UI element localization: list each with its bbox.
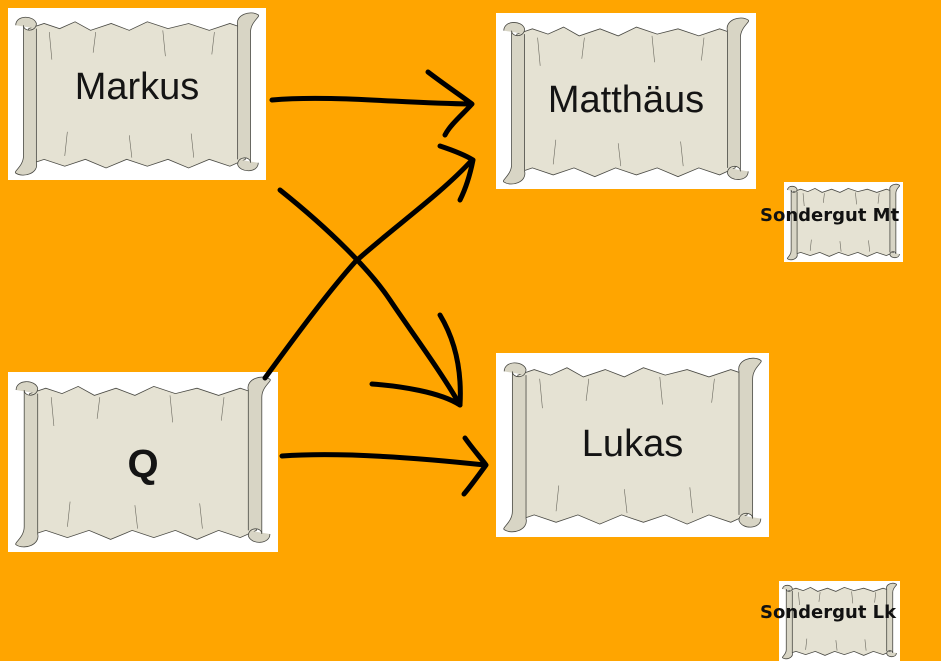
arrow-markus-lukas [277,187,463,408]
matthaeus-label: Matthäus [547,79,705,121]
markus-scroll: Markus [8,8,266,180]
lukas-scroll: Lukas [496,353,769,537]
sondergut-mt-label: Sondergut Mt [760,205,900,226]
arrowhead-q-lukas [461,435,489,497]
markus-label: Markus [74,66,200,108]
sondergut-lk-label: Sondergut Lk [760,602,897,623]
arrow-q-lukas [279,452,488,468]
arrowhead-markus-matthaeus [425,69,475,138]
sondergut-lk-scroll [779,581,900,661]
sondergut-mt-scroll [784,182,903,262]
lukas-label: Lukas [581,423,684,465]
q-scroll: Q [8,372,278,552]
arrowhead-markus-lukas [369,312,463,408]
matthaeus-scroll: Matthäus [496,13,756,189]
arrow-markus-matthaeus [269,95,473,107]
arrow-q-matthaeus [262,157,475,381]
q-label: Q [127,442,159,486]
arrowhead-q-matthaeus [437,143,476,203]
